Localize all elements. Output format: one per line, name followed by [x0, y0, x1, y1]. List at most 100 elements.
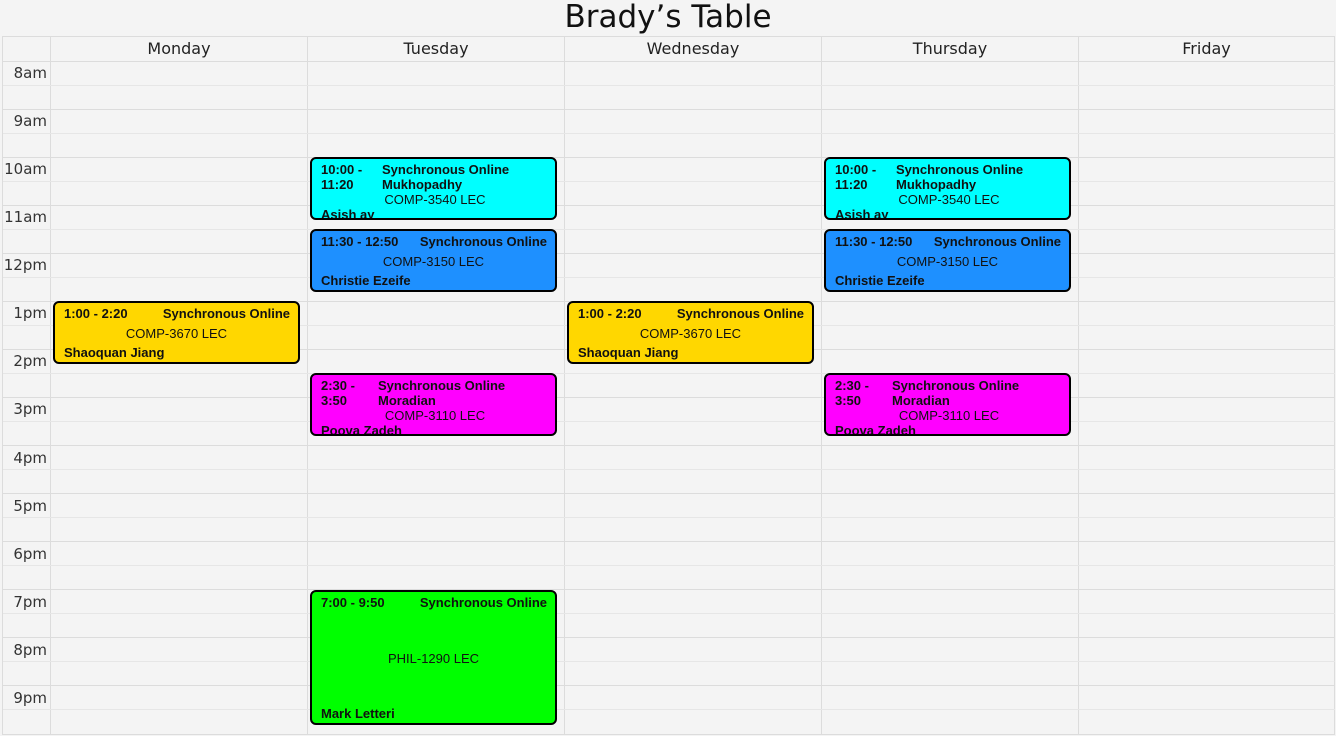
grid-divider [3, 565, 1335, 566]
event-time-end: 3:50 [321, 393, 348, 408]
event-mode: Synchronous Online [933, 234, 1061, 249]
event-tuesday-comp3110[interactable]: 2:30 - 3:50 Synchronous Online Moradian … [310, 373, 557, 436]
event-time: 7:00 - 9:50 [321, 595, 385, 610]
event-time-end: 3:50 [835, 393, 862, 408]
event-course: COMP-3670 LEC [639, 326, 742, 341]
event-course: COMP-3150 LEC [382, 254, 485, 269]
grid-divider [307, 37, 308, 735]
event-instructor: Poova Zadeh [321, 423, 402, 436]
event-thursday-comp3540[interactable]: 10:00 - 11:20 Synchronous Online Mukhopa… [824, 157, 1071, 220]
event-instructor-part: Mukhopadhy [896, 177, 977, 192]
grid-divider [3, 133, 1335, 134]
event-time-end: 11:20 [835, 177, 868, 192]
event-course: COMP-3670 LEC [125, 326, 228, 341]
event-instructor: Asish ay [321, 207, 375, 220]
time-label-4pm: 4pm [13, 449, 47, 467]
grid-divider [3, 661, 1335, 662]
time-label-7pm: 7pm [13, 593, 47, 611]
time-label-6pm: 6pm [13, 545, 47, 563]
event-mode: Synchronous Online [896, 162, 1024, 177]
grid-divider [3, 61, 1335, 62]
event-course: COMP-3540 LEC [384, 192, 486, 207]
grid-divider [3, 421, 1335, 422]
time-label-9pm: 9pm [13, 689, 47, 707]
grid-divider [3, 373, 1335, 374]
event-thursday-comp3110[interactable]: 2:30 - 3:50 Synchronous Online Moradian … [824, 373, 1071, 436]
schedule-grid: Monday Tuesday Wednesday Thursday Friday… [2, 36, 1335, 735]
grid-divider [50, 37, 51, 735]
event-time: 10:00 - 11:20 [835, 162, 897, 192]
grid-divider [3, 397, 1335, 398]
event-mode: Synchronous Online [419, 595, 547, 610]
event-monday-comp3670[interactable]: 1:00 - 2:20 Synchronous Online COMP-3670… [53, 301, 300, 364]
event-tuesday-comp3150[interactable]: 11:30 - 12:50 Synchronous Online COMP-31… [310, 229, 557, 292]
day-header-tuesday: Tuesday [308, 37, 565, 61]
grid-divider [3, 709, 1335, 710]
event-instructor-part: Moradian [378, 393, 436, 408]
event-mode: Synchronous Online [378, 378, 506, 393]
event-course: COMP-3150 LEC [896, 254, 999, 269]
grid-divider [1334, 37, 1335, 735]
grid-divider [3, 685, 1335, 686]
event-course: COMP-3110 LEC [384, 408, 486, 423]
grid-divider [3, 253, 1335, 254]
time-label-12pm: 12pm [3, 256, 47, 274]
event-instructor: Poova Zadeh [835, 423, 916, 436]
event-instructor: Christie Ezeife [835, 273, 925, 288]
grid-divider [3, 157, 1335, 158]
event-time-start: 2:30 - [835, 378, 869, 393]
time-label-1pm: 1pm [13, 304, 47, 322]
event-time: 1:00 - 2:20 [64, 306, 128, 321]
event-mode: Synchronous Online [419, 234, 547, 249]
event-instructor: Shaoquan Jiang [578, 345, 679, 360]
event-thursday-comp3150[interactable]: 11:30 - 12:50 Synchronous Online COMP-31… [824, 229, 1071, 292]
time-label-3pm: 3pm [13, 400, 47, 418]
grid-divider [3, 493, 1335, 494]
event-instructor: Mark Letteri [321, 706, 395, 721]
grid-divider [3, 541, 1335, 542]
grid-divider [3, 277, 1335, 278]
event-mode: Synchronous Online [382, 162, 510, 177]
grid-divider [3, 637, 1335, 638]
event-time: 1:00 - 2:20 [578, 306, 642, 321]
grid-divider [3, 734, 1335, 735]
grid-divider [3, 445, 1335, 446]
event-course: COMP-3110 LEC [898, 408, 1000, 423]
grid-divider [821, 37, 822, 735]
page-title: Brady’s Table [564, 0, 772, 35]
event-mode-block: Synchronous Online Moradian [378, 378, 505, 408]
day-header-monday: Monday [51, 37, 308, 61]
time-label-2pm: 2pm [13, 352, 47, 370]
time-label-10am: 10am [4, 160, 47, 178]
event-wednesday-comp3670[interactable]: 1:00 - 2:20 Synchronous Online COMP-3670… [567, 301, 814, 364]
event-mode-block: Synchronous Online Moradian [892, 378, 1019, 408]
grid-divider [3, 85, 1335, 86]
event-time-start: 10:00 - [321, 162, 363, 177]
time-label-9am: 9am [13, 112, 47, 130]
grid-divider [3, 517, 1335, 518]
day-header-thursday: Thursday [822, 37, 1079, 61]
time-label-5pm: 5pm [13, 497, 47, 515]
event-tuesday-phil1290[interactable]: 7:00 - 9:50 Synchronous Online PHIL-1290… [310, 590, 557, 725]
event-mode-block: Synchronous Online Mukhopadhy [382, 162, 509, 192]
event-instructor: Christie Ezeife [321, 273, 411, 288]
event-mode: Synchronous Online [892, 378, 1020, 393]
event-course: COMP-3540 LEC [898, 192, 1000, 207]
event-time-start: 10:00 - [835, 162, 877, 177]
grid-divider [3, 469, 1335, 470]
event-time-start: 2:30 - [321, 378, 355, 393]
grid-divider [3, 229, 1335, 230]
event-time: 11:30 - 12:50 [835, 234, 913, 249]
time-column-header [3, 37, 51, 61]
event-course: PHIL-1290 LEC [387, 651, 480, 666]
event-tuesday-comp3540[interactable]: 10:00 - 11:20 Synchronous Online Mukhopa… [310, 157, 557, 220]
grid-divider [1078, 37, 1079, 735]
time-label-8am: 8am [13, 64, 47, 82]
event-mode: Synchronous Online [676, 306, 804, 321]
time-label-8pm: 8pm [13, 641, 47, 659]
event-instructor-part: Mukhopadhy [382, 177, 463, 192]
event-time: 11:30 - 12:50 [321, 234, 399, 249]
event-instructor: Asish ay [835, 207, 889, 220]
event-time: 2:30 - 3:50 [321, 378, 383, 408]
day-header-friday: Friday [1079, 37, 1335, 61]
